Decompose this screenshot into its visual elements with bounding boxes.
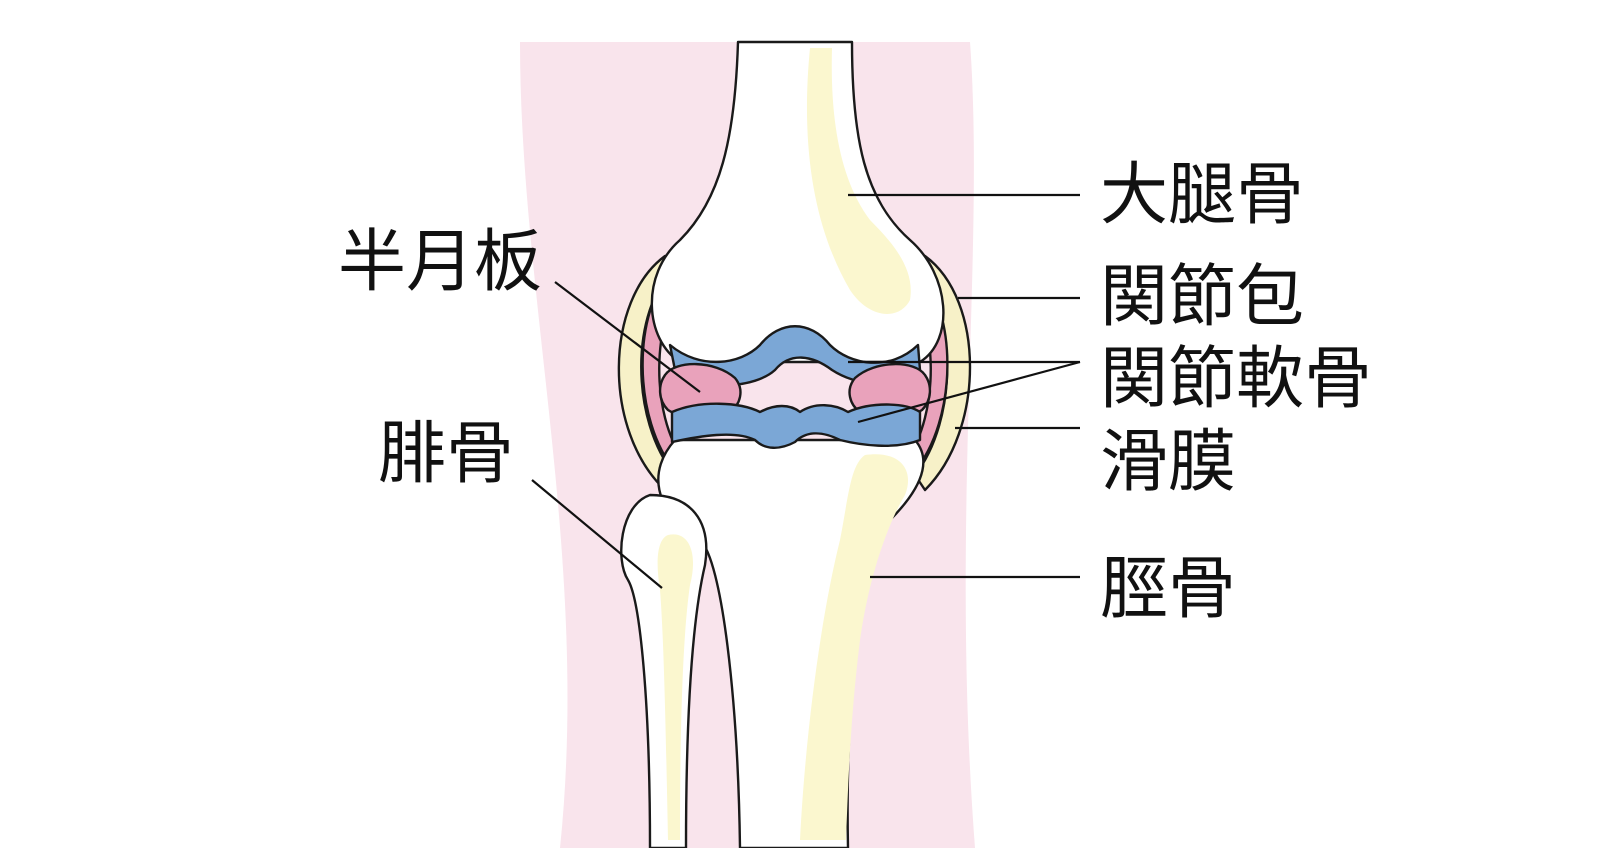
label-fibula: 腓骨 <box>378 415 514 494</box>
label-joint-capsule: 関節包 <box>1100 258 1304 337</box>
femur-highlight <box>806 48 911 314</box>
label-articular-cartilage: 関節軟骨 <box>1100 340 1372 419</box>
label-femur: 大腿骨 <box>1100 156 1304 235</box>
label-tibia: 脛骨 <box>1100 550 1236 629</box>
tibia-highlight <box>800 454 909 840</box>
label-synovial-membrane: 滑膜 <box>1100 423 1236 502</box>
leader-meniscus <box>554 281 701 393</box>
leader-articular-cartilage-lower <box>857 360 1081 424</box>
tibial-cartilage <box>670 402 922 449</box>
fibula-highlight <box>657 534 694 840</box>
leader-fibula <box>531 479 663 589</box>
femoral-cartilage <box>668 325 922 387</box>
label-meniscus: 半月板 <box>338 223 542 302</box>
